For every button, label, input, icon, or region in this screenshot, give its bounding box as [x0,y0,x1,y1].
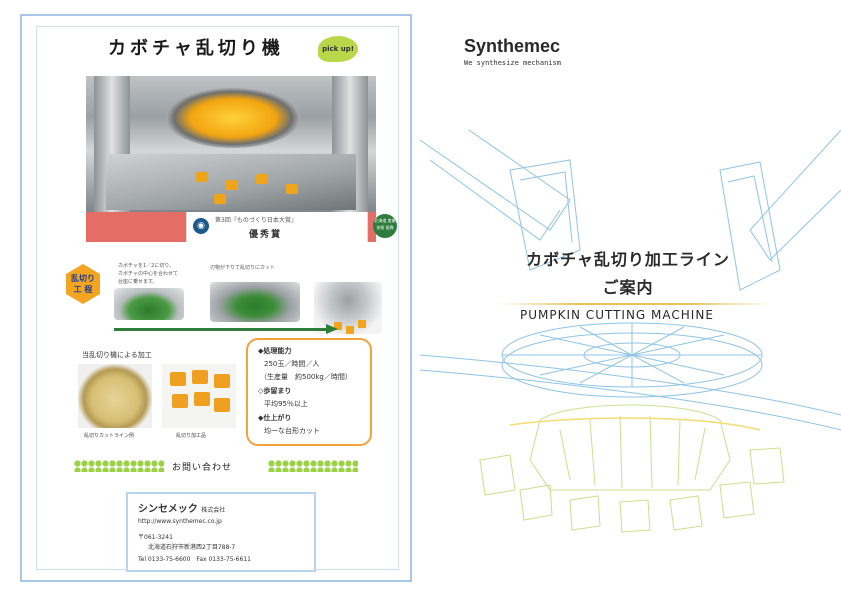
step2-note: 刃物が下りて乱切りにカット [210,265,276,271]
company-suffix: 株式会社 [201,507,226,514]
award-rank: 優秀賞 [249,230,283,240]
award-seal: 北海道 産業技術 振興 [373,214,397,238]
brand-logo-text: Synthemec [464,36,561,56]
hero-machine-photo [86,76,376,212]
company-address: 北海道石狩市新港西2丁目788-7 [148,544,236,551]
pumpkin-chunk [719,481,755,519]
contact-heading: お問い合わせ [172,463,233,473]
spec-line: 均一な台形カット [264,427,320,435]
left-cutter-edge [519,171,573,243]
pumpkin-cube [172,394,188,408]
pumpkin-cutter-ring [166,88,300,148]
pumpkin-cube [170,372,186,386]
pumpkin-chunk [519,484,553,521]
award-logo-icon: ◉ [193,218,209,234]
cut-piece [358,320,366,328]
company-url[interactable]: http://www.synthemec.co.jp [138,518,222,525]
spec-line: ◆処理能力 [258,347,292,355]
catalog-title: カボチャ乱切り加工ライン ご案内 [488,246,768,302]
step1-note-line2: カボチャの中心を合わせて [118,271,178,277]
machine-line-art [420,130,841,533]
sample-product-photo [162,364,236,428]
pumpkin-piece [196,172,208,182]
pumpkin-piece [256,174,268,184]
spec-line: ◆仕上がり [258,414,292,422]
pumpkin-piece [226,180,238,190]
pumpkin-outline [529,404,731,491]
step2-image [210,282,300,322]
step1-note: カボチャを1／2に切り、 カボチャの中心を合わせて 台座に乗せます。 [118,262,178,286]
right-cutter-edge [727,175,773,263]
gold-divider [498,303,770,305]
process-label-line1: 乱切り [71,274,95,283]
processing-section-title: 当乱切り機による加工 [82,351,152,359]
process-label-line2: 工 程 [73,285,93,294]
pumpkin-cube [214,374,230,388]
brochure-page-left: カボチャ乱切り機 pick up! ◉ 第3回『ものづくり日本大賞』 優秀賞 北… [20,14,412,582]
pumpkin-slices [559,415,706,489]
arm-line [420,130,571,231]
pumpkin-chunk [619,499,651,533]
sample-cutline-photo [78,364,152,428]
pumpkin-cube [194,392,210,406]
spec-box: ◆処理能力 250玉／時間／人 （生産量 約500kg／時間） ◇歩留まり 平均… [246,338,372,446]
company-phone: Tel 0133-75-6600 Fax 0133-75-6611 [138,556,251,563]
step3-image [314,282,382,334]
pumpkin-cube [192,370,208,384]
english-subtitle: PUMPKIN CUTTING MACHINE [520,308,714,322]
brand-tagline: We synthesize mechanism [464,59,561,67]
catalog-title-line2: ご案内 [602,278,654,297]
right-cutter-block [719,161,781,291]
process-arrow [114,328,326,331]
company-name-row: シンセメック 株式会社 [138,500,225,515]
spec-line: （生産量 約500kg／時間） [260,373,352,381]
arm-line [429,159,561,241]
arm-line [749,130,841,261]
pumpkin-chunk [569,495,601,531]
sample2-caption: 乱切り加工品 [176,433,207,439]
award-banner: ◉ 第3回『ものづくり日本大賞』 優秀賞 北海道 産業技術 振興 [86,212,397,242]
sample1-caption: 乱切りカットライン例 [84,433,135,439]
pumpkin-piece [286,184,298,194]
award-name: 第3回『ものづくり日本大賞』 [215,217,297,224]
arrow-head-icon [326,324,338,334]
sweep-curve [420,354,841,416]
decorative-dots-right [268,460,358,472]
pumpkin-chunk [669,495,703,531]
pumpkin-cube [214,398,230,412]
step1-note-line3: 台座に乗せます。 [118,279,158,285]
cutter-blades [502,323,762,387]
step1-note-line1: カボチャを1／2に切り、 [118,263,175,269]
company-postal: 〒061-3241 [138,534,173,541]
cut-piece [346,326,354,334]
catalog-title-line1: カボチャ乱切り加工ライン [526,250,730,269]
step1-image [114,288,184,320]
page-title: カボチャ乱切り機 [108,38,284,59]
pumpkin-piece [214,194,226,204]
spec-line: 250玉／時間／人 [264,360,320,368]
left-cutter-block [509,159,581,271]
award-box: ◉ 第3回『ものづくり日本大賞』 優秀賞 北海道 産業技術 振興 [186,212,397,242]
spec-line: ◇歩留まり [258,387,292,395]
pickup-badge: pick up! [318,36,358,62]
pumpkin-chunk [479,454,516,496]
sweep-curve [420,369,841,431]
company-contact-card: シンセメック 株式会社 http://www.synthemec.co.jp 〒… [126,492,316,572]
cut-piece [334,322,342,330]
accent-curve [509,417,761,431]
decorative-dots-left [74,460,164,472]
company-name: シンセメック [138,504,198,515]
spec-line: 平均95％以上 [264,400,308,408]
pumpkin-chunk [749,447,785,485]
